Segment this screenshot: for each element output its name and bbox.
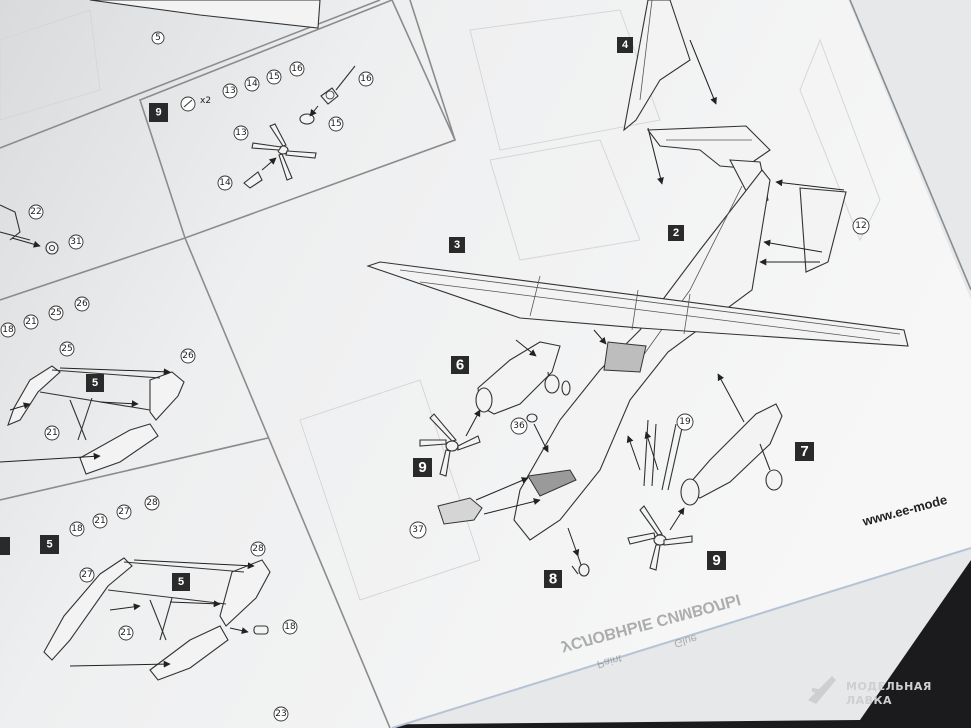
- step2-label: 2: [673, 227, 679, 239]
- svg-text:16: 16: [360, 74, 372, 84]
- svg-text:28: 28: [146, 498, 158, 508]
- svg-text:18: 18: [2, 325, 14, 335]
- svg-text:31: 31: [70, 237, 81, 247]
- step6-label: 6: [456, 357, 464, 374]
- svg-text:23: 23: [275, 709, 286, 719]
- svg-text:28: 28: [252, 544, 264, 554]
- part37-label: 37: [412, 525, 423, 535]
- svg-text:5: 5: [92, 377, 98, 389]
- svg-text:21: 21: [25, 317, 36, 327]
- svg-text:14: 14: [219, 178, 231, 188]
- svg-text:13: 13: [224, 86, 235, 96]
- part19-label: 19: [679, 417, 691, 427]
- callout-5-top: 5: [155, 33, 161, 43]
- svg-text:25: 25: [50, 308, 61, 318]
- step5a-panel: 18 21 25 26 5 25 26 21: [0, 296, 196, 475]
- svg-text:18: 18: [284, 622, 296, 632]
- wing-top-left: [89, 0, 321, 29]
- step9b-label: 9: [712, 552, 720, 569]
- svg-text:14: 14: [246, 79, 258, 89]
- ghost-print: [0, 9, 881, 601]
- main-assembly: 4 2 3 6 7 9 9 8 12 36 19 37: [366, 0, 909, 588]
- propeller-drawing: [243, 65, 356, 189]
- svg-text:21: 21: [94, 516, 105, 526]
- svg-text:26: 26: [76, 299, 88, 309]
- step-left-gear: 22 31: [0, 204, 84, 255]
- step9-labels: 16 13 15 14: [217, 71, 374, 191]
- step5b-box: [40, 535, 59, 554]
- svg-text:5: 5: [178, 576, 184, 588]
- part36-label: 36: [513, 421, 525, 431]
- step5a-part-list: 18 21 25 26: [0, 296, 90, 338]
- plane-in-circle-icon: [808, 676, 836, 704]
- svg-text:27: 27: [118, 507, 129, 517]
- svg-text:21: 21: [46, 428, 57, 438]
- svg-text:13: 13: [235, 128, 246, 138]
- step9-box: [149, 103, 168, 122]
- svg-text:5: 5: [46, 539, 52, 551]
- step5b-part-list: 18 21 27 28: [69, 495, 160, 537]
- part12-label: 12: [855, 221, 866, 231]
- step9-qty: x2: [200, 96, 211, 106]
- step9a-label: 9: [418, 459, 426, 476]
- svg-text:18: 18: [71, 524, 83, 534]
- step9-part-list: 13 14 15 16: [222, 61, 305, 99]
- svg-text:16: 16: [291, 64, 303, 74]
- svg-text:27: 27: [81, 570, 92, 580]
- svg-text:22: 22: [30, 207, 41, 217]
- step3-label: 3: [454, 239, 460, 251]
- step5b-panel: 5 18 21 27 28 5 28 27 21 18: [0, 495, 298, 722]
- step7-label: 7: [800, 443, 808, 460]
- step8-label: 8: [549, 571, 557, 588]
- step4-label: 4: [622, 39, 629, 51]
- svg-text:15: 15: [268, 72, 279, 82]
- svg-text:15: 15: [330, 119, 341, 129]
- svg-text:21: 21: [120, 628, 131, 638]
- page-edge: [391, 547, 971, 728]
- svg-text:Glue: Glue: [673, 632, 699, 650]
- step9-number: 9: [155, 107, 161, 119]
- svg-text:26: 26: [182, 351, 194, 361]
- svg-text:25: 25: [61, 344, 72, 354]
- step9-panel: 9 x2 13 14 15 16: [149, 61, 374, 191]
